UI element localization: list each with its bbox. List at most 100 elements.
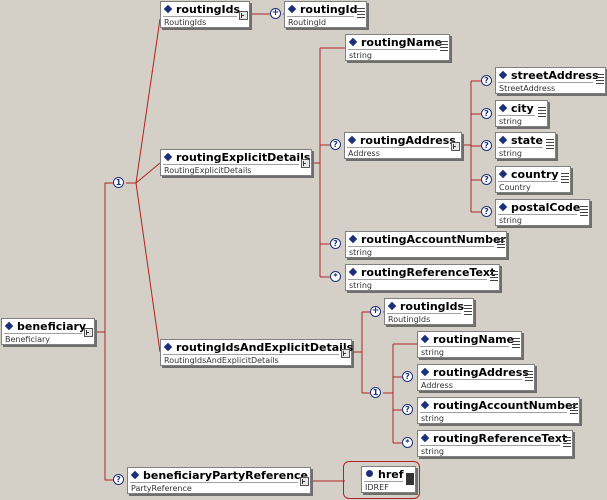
- element-beneficiary[interactable]: beneficiary Beneficiary: [1, 318, 95, 345]
- element-type: PartyReference: [130, 482, 298, 495]
- element-beneficiaryPartyReference[interactable]: beneficiaryPartyReference PartyReference: [127, 467, 311, 494]
- element-name: beneficiaryPartyReference: [143, 469, 309, 482]
- element-routingIdsAndExplicitDetails[interactable]: routingIdsAndExplicitDetails RoutingIdsA…: [160, 339, 354, 366]
- optional-icon: ?: [402, 404, 413, 415]
- simple-content-icon: [596, 74, 604, 86]
- sequence-compositor-icon[interactable]: +: [370, 306, 381, 317]
- simple-content-icon: [512, 338, 520, 350]
- simple-content-icon: [525, 371, 533, 383]
- element-type: string: [348, 279, 487, 292]
- element-diamond-icon: [348, 267, 358, 277]
- element-type: string: [498, 214, 577, 227]
- optional-icon: ?: [481, 206, 492, 217]
- element-name: routingAccountNumber: [433, 399, 578, 412]
- element-name: state: [511, 134, 543, 147]
- element-diamond-icon: [498, 70, 508, 80]
- element-type: string: [348, 49, 437, 62]
- element-state[interactable]: state string: [495, 132, 556, 159]
- element-name: routingAddress: [360, 134, 456, 147]
- expand-icon[interactable]: [301, 159, 310, 168]
- element-routingReferenceText-nested[interactable]: routingReferenceText string: [417, 430, 573, 457]
- simple-content-icon: [497, 238, 505, 250]
- element-name: country: [511, 168, 559, 181]
- expand-icon[interactable]: [300, 477, 309, 486]
- simple-content-icon: [546, 139, 554, 151]
- attribute-bullet-icon: [366, 470, 373, 477]
- element-city[interactable]: city string: [495, 100, 548, 127]
- element-name: routingAccountNumber: [361, 233, 506, 246]
- element-routingAddress-nested[interactable]: routingAddress Address: [417, 364, 535, 391]
- simple-content-icon: [490, 271, 498, 283]
- attribute-href[interactable]: href IDREF: [361, 466, 416, 493]
- element-postalCode[interactable]: postalCode string: [495, 199, 590, 226]
- element-type: Address: [420, 379, 522, 392]
- element-type: RoutingExplicitDetails: [163, 164, 299, 177]
- element-streetAddress[interactable]: streetAddress StreetAddress: [495, 67, 606, 94]
- element-type: RoutingIds: [163, 16, 237, 29]
- optional-icon: ?: [330, 238, 341, 249]
- element-type: string: [420, 412, 567, 425]
- element-name: beneficiary: [17, 320, 87, 333]
- element-diamond-icon: [287, 4, 297, 14]
- element-routingAddress[interactable]: routingAddress Address: [344, 132, 462, 159]
- expand-icon[interactable]: [341, 349, 350, 358]
- expand-icon[interactable]: [239, 11, 248, 20]
- element-type: Address: [347, 147, 449, 160]
- expand-icon[interactable]: [451, 142, 460, 151]
- element-type: RoutingId: [287, 16, 354, 29]
- element-routingId[interactable]: routingId RoutingId: [284, 1, 367, 28]
- repeat-icon: *: [402, 437, 413, 448]
- optional-icon: ?: [481, 75, 492, 86]
- simple-content-icon: [538, 107, 546, 119]
- element-diamond-icon: [163, 342, 173, 352]
- element-diamond-icon: [420, 433, 430, 443]
- optional-icon: ?: [402, 371, 413, 382]
- element-name: routingAddress: [433, 366, 529, 379]
- element-type: string: [420, 445, 560, 458]
- element-name: routingId: [300, 3, 358, 16]
- element-diamond-icon: [420, 400, 430, 410]
- attribute-name: href: [378, 468, 404, 481]
- element-diamond-icon: [498, 135, 508, 145]
- element-type: string: [348, 246, 494, 259]
- element-name: routingIds: [400, 300, 465, 313]
- element-type: Country: [498, 181, 558, 194]
- element-routingAccountNumber-nested[interactable]: routingAccountNumber string: [417, 397, 580, 424]
- element-country[interactable]: country Country: [495, 166, 571, 193]
- element-routingExplicitDetails[interactable]: routingExplicitDetails RoutingExplicitDe…: [160, 149, 312, 176]
- element-name: streetAddress: [511, 69, 599, 82]
- optional-icon: ?: [113, 474, 124, 485]
- choice-compositor-icon[interactable]: 1: [370, 387, 381, 398]
- simple-content-icon: [440, 41, 448, 53]
- element-type: string: [498, 147, 543, 160]
- element-name: routingReferenceText: [361, 266, 496, 279]
- element-routingIds[interactable]: routingIds RoutingIds: [160, 1, 250, 28]
- simple-content-icon: [563, 437, 571, 449]
- element-routingReferenceText[interactable]: routingReferenceText string: [345, 264, 500, 291]
- element-type: RoutingIds: [387, 313, 461, 326]
- choice-compositor-icon[interactable]: 1: [113, 177, 124, 188]
- element-routingName[interactable]: routingName string: [345, 34, 450, 61]
- element-name: routingIdsAndExplicitDetails: [176, 341, 354, 354]
- element-diamond-icon: [498, 103, 508, 113]
- element-routingName-nested[interactable]: routingName string: [417, 331, 522, 358]
- simple-content-icon: [580, 206, 588, 218]
- element-routingAccountNumber[interactable]: routingAccountNumber string: [345, 231, 507, 258]
- element-diamond-icon: [498, 169, 508, 179]
- element-name: city: [511, 102, 534, 115]
- simple-content-icon: [464, 305, 472, 317]
- attribute-type: IDREF: [364, 481, 403, 494]
- element-type: string: [498, 115, 535, 128]
- element-routingIds-nested[interactable]: routingIds RoutingIds: [384, 298, 474, 325]
- element-diamond-icon: [387, 301, 397, 311]
- simple-content-icon: [357, 8, 365, 20]
- element-type: Beneficiary: [4, 333, 82, 346]
- repeat-icon: *: [330, 271, 341, 282]
- sequence-compositor-icon[interactable]: +: [270, 8, 281, 19]
- element-name: routingExplicitDetails: [176, 151, 311, 164]
- element-diamond-icon: [347, 135, 357, 145]
- element-diamond-icon: [163, 4, 173, 14]
- expand-icon[interactable]: [84, 328, 93, 337]
- element-name: routingReferenceText: [433, 432, 568, 445]
